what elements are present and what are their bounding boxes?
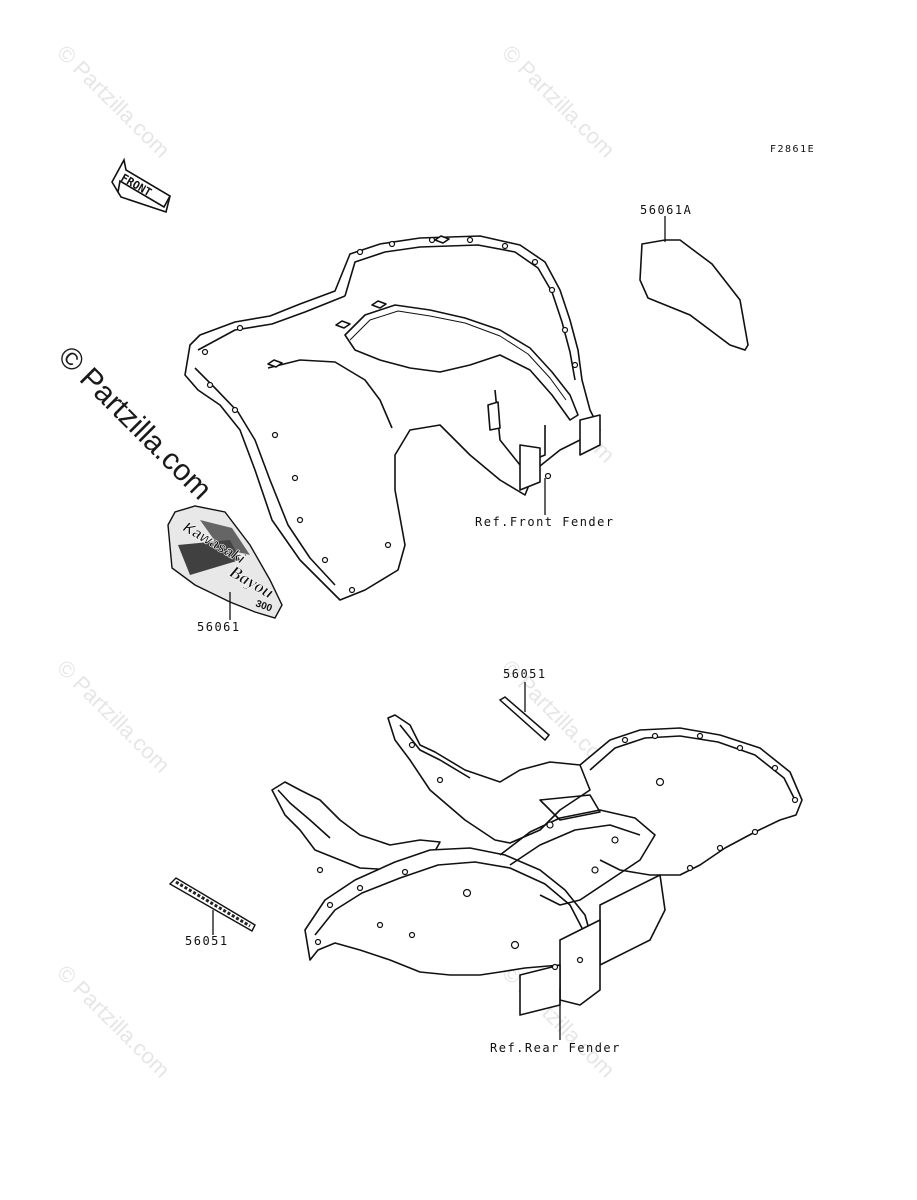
front-fender [184, 235, 601, 601]
stripe-56051-left [168, 877, 256, 932]
figure-code: F2861E [770, 144, 816, 155]
front-arrow-icon: FRONT [111, 157, 172, 214]
ref-rear-fender-label: Ref.Rear Fender [490, 1041, 621, 1055]
front-fender-holes [201, 236, 579, 594]
leader-lines [212, 216, 666, 1040]
ref-front-fender-label: Ref.Front Fender [475, 515, 615, 529]
part-number-56051-right[interactable]: 56051 [503, 667, 547, 681]
decal-56061: Kawasaki Bayou 300 [167, 505, 283, 619]
part-number-56061[interactable]: 56061 [197, 620, 241, 634]
decal-56061a [639, 239, 749, 351]
part-number-56051-left[interactable]: 56051 [185, 934, 229, 948]
stripe-56051-right [498, 696, 551, 742]
rear-fender-holes [314, 732, 799, 971]
part-number-56061a[interactable]: 56061A [640, 203, 693, 217]
rear-fender [271, 714, 803, 1016]
